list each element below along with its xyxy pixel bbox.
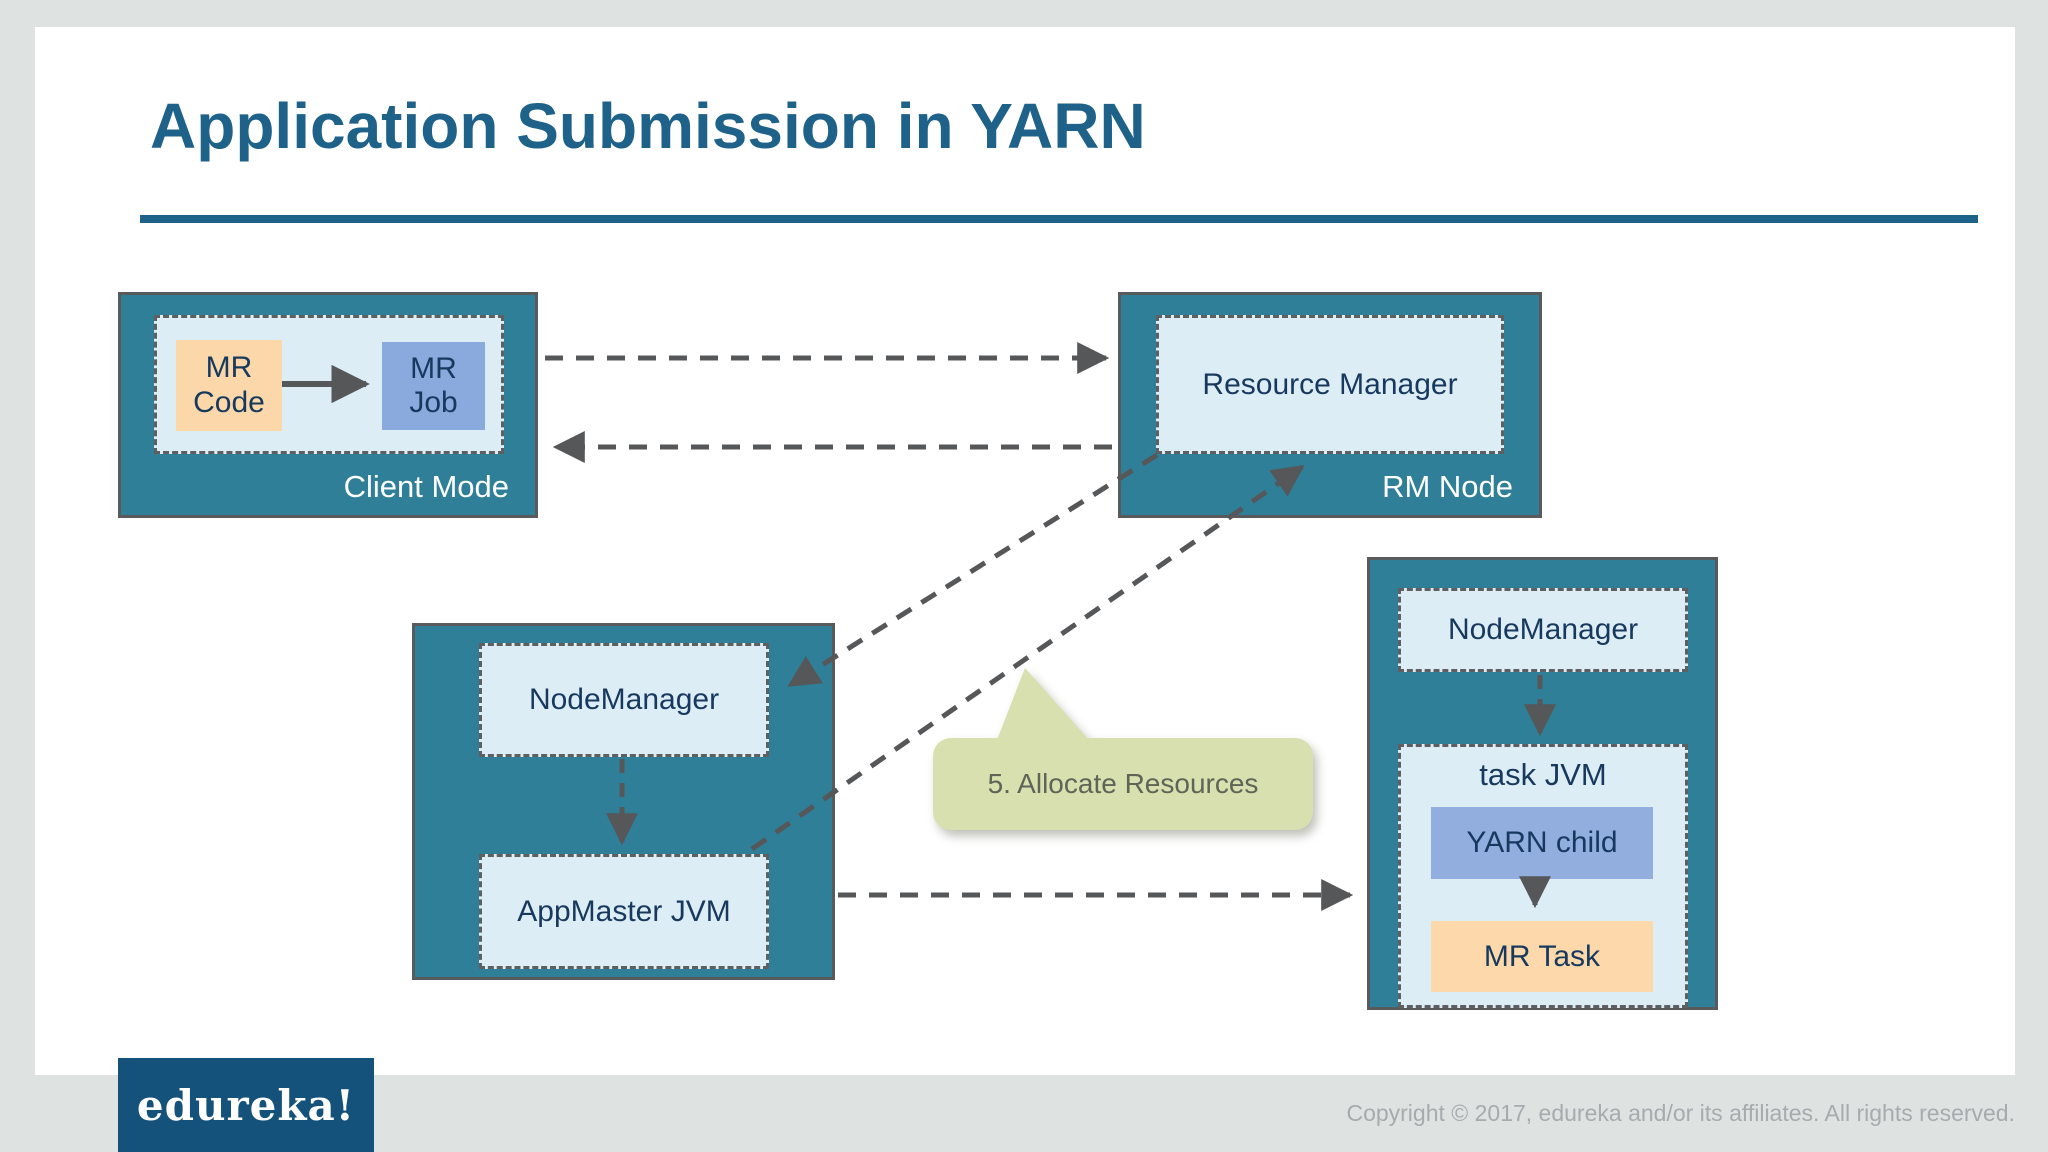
edureka-logo-text: edureka! xyxy=(136,1080,356,1130)
copyright-text: Copyright © 2017, edureka and/or its aff… xyxy=(1346,1100,2015,1126)
task-node: NodeManager task JVM YARN child MR Task xyxy=(1367,557,1718,1010)
rm-node: Resource Manager RM Node xyxy=(1118,292,1542,518)
yarn-child-box: YARN child xyxy=(1431,807,1653,879)
appmaster-node: NodeManager AppMaster JVM xyxy=(412,623,835,980)
slide-canvas: Application Submission in YARN xyxy=(35,27,2015,1075)
mr-code-box: MR Code xyxy=(176,340,282,431)
client-mode-caption: Client Mode xyxy=(343,469,509,504)
edureka-logo: edureka! xyxy=(118,1058,374,1152)
task-jvm-box: task JVM YARN child MR Task xyxy=(1398,744,1688,1008)
appmaster-nodemanager-box: NodeManager xyxy=(479,643,769,757)
rm-node-caption: RM Node xyxy=(1382,469,1513,504)
callout-tail xyxy=(997,668,1089,740)
resource-manager-box: Resource Manager xyxy=(1156,315,1504,454)
task-nodemanager-box: NodeManager xyxy=(1398,588,1688,672)
task-jvm-label: task JVM xyxy=(1479,757,1607,792)
client-mode-node: MR Code MR Job Client Mode xyxy=(118,292,538,518)
appmaster-jvm-box: AppMaster JVM xyxy=(479,854,769,969)
mr-task-box: MR Task xyxy=(1431,921,1653,992)
client-inner-container: MR Code MR Job xyxy=(154,315,504,454)
mr-job-box: MR Job xyxy=(382,342,485,430)
callout-text: 5. Allocate Resources xyxy=(933,738,1313,830)
callout-allocate-resources: 5. Allocate Resources xyxy=(933,660,1317,832)
title-underline xyxy=(140,215,1978,223)
page-title: Application Submission in YARN xyxy=(150,90,1146,162)
